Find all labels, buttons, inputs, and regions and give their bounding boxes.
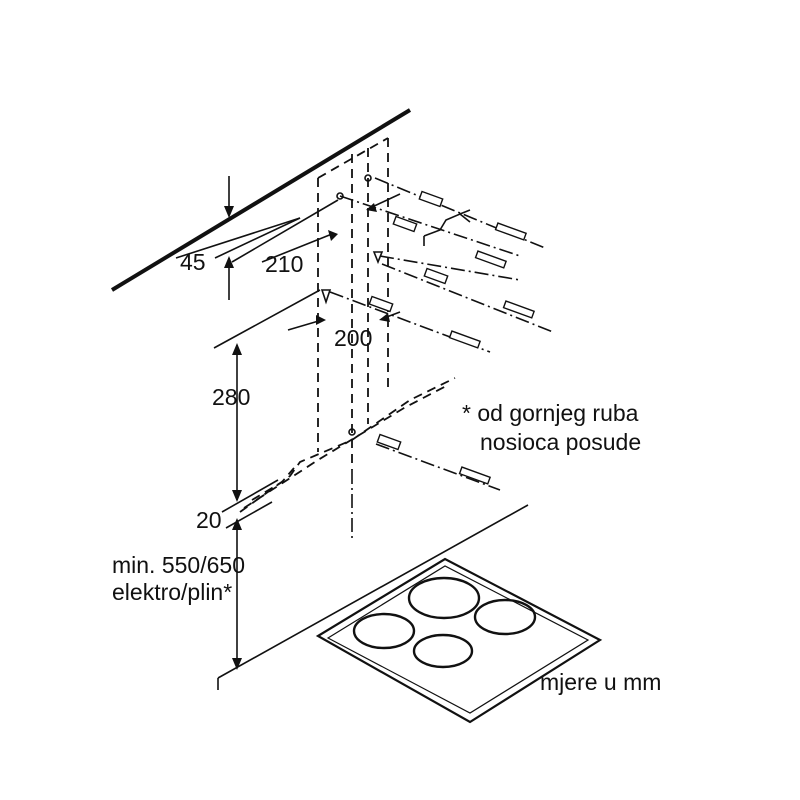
units-note: mjere u mm bbox=[540, 669, 661, 695]
burner-back-left bbox=[407, 576, 481, 620]
wall-plug-2 bbox=[392, 215, 418, 233]
dimension-200: 200 bbox=[287, 311, 401, 351]
min-height-label-line1: min. 550/650 bbox=[112, 552, 245, 578]
dimension-min-height: min. 550/650 elektro/plin* bbox=[112, 518, 245, 670]
burner-front-right bbox=[412, 633, 474, 669]
wall-plug-6 bbox=[376, 433, 492, 485]
wall-plugs bbox=[320, 174, 554, 491]
burner-front-left bbox=[352, 612, 416, 650]
dimension-45: 45 bbox=[175, 176, 301, 300]
wall-plug-4 bbox=[423, 267, 536, 319]
dimension-280: 280 bbox=[212, 289, 321, 502]
footnote-line1: * od gornjeg ruba bbox=[462, 400, 639, 426]
wall-plug-1 bbox=[418, 190, 528, 241]
dimension-20-label: 20 bbox=[196, 507, 222, 533]
dimension-20: 20 bbox=[196, 479, 279, 533]
min-height-label-line2: elektro/plin* bbox=[112, 579, 232, 605]
wall-plug-3 bbox=[474, 250, 508, 269]
mounting-bracket bbox=[423, 209, 471, 246]
chimney-outline bbox=[317, 137, 389, 540]
canopy-outline bbox=[239, 377, 456, 513]
dimension-45-label: 45 bbox=[180, 249, 206, 275]
dimension-210: 210 bbox=[231, 193, 401, 277]
footnote-line2: nosioca posude bbox=[480, 429, 641, 455]
worktop-top-edge bbox=[217, 504, 529, 679]
dimension-210-label: 210 bbox=[265, 251, 303, 277]
dimension-280-label: 280 bbox=[212, 384, 250, 410]
dimension-200-label: 200 bbox=[334, 325, 372, 351]
wall-plug-5 bbox=[368, 295, 482, 349]
ceiling-line bbox=[110, 108, 412, 292]
cooktop bbox=[315, 557, 603, 724]
burner-back-right bbox=[473, 598, 537, 636]
